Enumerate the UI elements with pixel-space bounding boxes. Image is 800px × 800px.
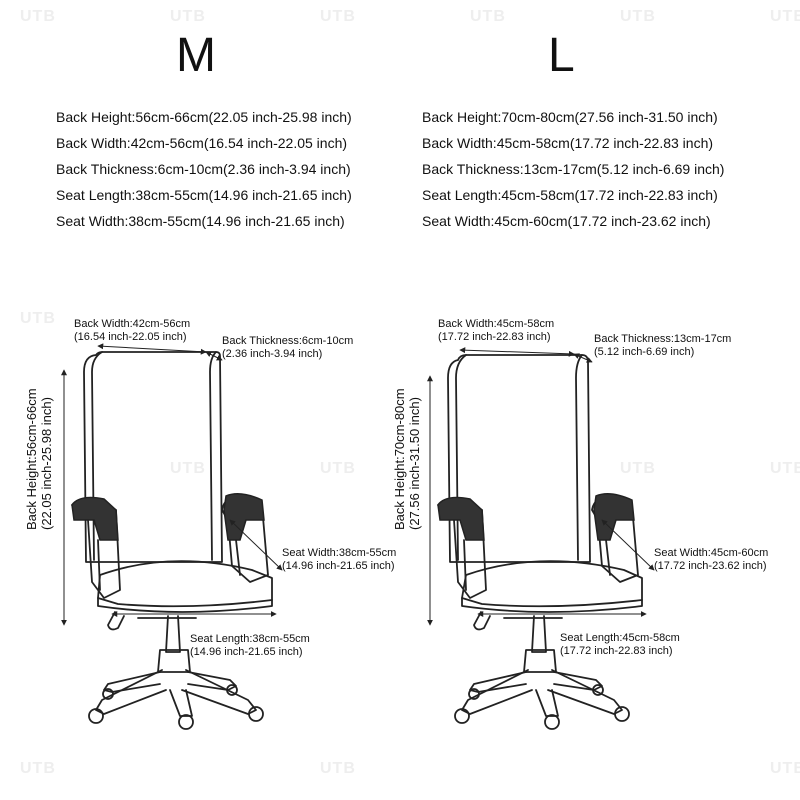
size-m-title: M: [176, 29, 217, 82]
watermark: UTB: [20, 310, 56, 327]
spec-back-thickness: Back Thickness:6cm-10cm(2.36 inch-3.94 i…: [56, 161, 351, 177]
back-thickness-label: Back Thickness:13cm-17cm(5.12 inch-6.69 …: [594, 333, 732, 358]
spec-seat-length: Seat Length:45cm-58cm(17.72 inch-22.83 i…: [422, 187, 718, 203]
watermark: UTB: [470, 8, 506, 25]
watermark: UTB: [320, 460, 356, 477]
chair-diagram-m: [61, 343, 283, 730]
watermark: UTB: [320, 760, 356, 777]
spec-seat-length: Seat Length:38cm-55cm(14.96 inch-21.65 i…: [56, 187, 352, 203]
spec-back-thickness: Back Thickness:13cm-17cm(5.12 inch-6.69 …: [422, 161, 725, 177]
chair-diagram-l: [427, 347, 655, 730]
spec-seat-width: Seat Width:38cm-55cm(14.96 inch-21.65 in…: [56, 213, 345, 229]
size-l-spec-list: Back Height:70cm-80cm(27.56 inch-31.50 i…: [422, 104, 724, 234]
watermark: UTB: [770, 8, 800, 25]
size-m-panel: M Back Height:56cm-66cm(22.05 inch-25.98…: [24, 29, 397, 730]
back-width-label: Back Width:45cm-58cm(17.72 inch-22.83 in…: [438, 318, 555, 343]
watermark: UTB: [620, 8, 656, 25]
spec-seat-width: Seat Width:45cm-60cm(17.72 inch-23.62 in…: [422, 213, 711, 229]
watermark: UTB: [770, 760, 800, 777]
back-height-label: Back Height:56cm-66cm(22.05 inch-25.98 i…: [24, 388, 54, 530]
watermark: UTB: [770, 460, 800, 477]
spec-back-width: Back Width:45cm-58cm(17.72 inch-22.83 in…: [422, 135, 714, 151]
size-l-panel: L Back Height:70cm-80cm(27.56 inch-31.50…: [366, 0, 769, 800]
spec-back-width: Back Width:42cm-56cm(16.54 inch-22.05 in…: [56, 135, 348, 151]
seat-length-label: Seat Length:45cm-58cm(17.72 inch-22.83 i…: [560, 632, 680, 657]
watermark: UTB: [20, 760, 56, 777]
watermark: UTB: [620, 460, 656, 477]
size-m-spec-list: Back Height:56cm-66cm(22.05 inch-25.98 i…: [56, 104, 352, 234]
spec-back-height: Back Height:70cm-80cm(27.56 inch-31.50 i…: [422, 109, 718, 125]
watermark: UTB: [20, 8, 56, 25]
watermark: UTB: [170, 460, 206, 477]
back-width-label: Back Width:42cm-56cm(16.54 inch-22.05 in…: [74, 318, 191, 343]
size-l-title: L: [548, 29, 576, 82]
spec-back-height: Back Height:56cm-66cm(22.05 inch-25.98 i…: [56, 109, 352, 125]
watermark: UTB: [320, 8, 356, 25]
back-thickness-label: Back Thickness:6cm-10cm(2.36 inch-3.94 i…: [222, 335, 354, 360]
back-height-label: Back Height:70cm-80cm(27.56 inch-31.50 i…: [392, 388, 422, 530]
seat-width-label: Seat Width:38cm-55cm(14.96 inch-21.65 in…: [282, 547, 397, 572]
watermark: UTB: [170, 8, 206, 25]
seat-length-label: Seat Length:38cm-55cm(14.96 inch-21.65 i…: [190, 633, 310, 658]
seat-width-label: Seat Width:45cm-60cm(17.72 inch-23.62 in…: [654, 547, 769, 572]
